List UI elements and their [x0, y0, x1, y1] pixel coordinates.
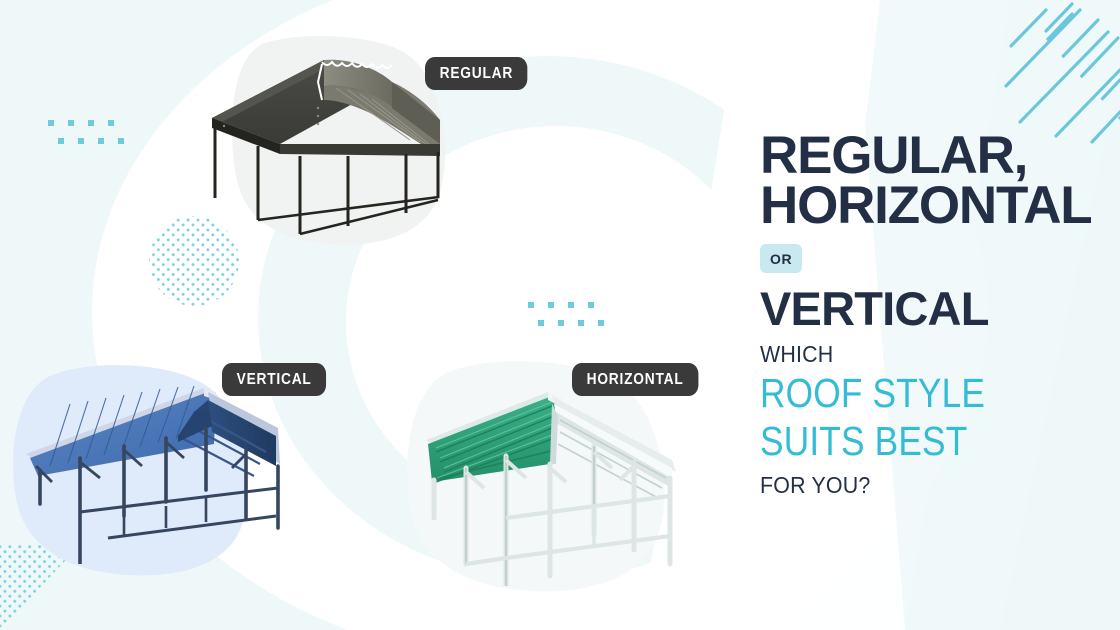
- dot-cluster-left: [48, 120, 124, 152]
- headline-line-2: HORIZONTAL: [760, 176, 1093, 235]
- subhead-which: WHICH: [760, 341, 834, 367]
- tag-vertical: VERTICAL: [222, 363, 327, 396]
- headline-line-3: VERTICAL: [760, 282, 989, 335]
- subhead-foryou: FOR YOU?: [760, 472, 871, 498]
- dot-cluster-mid: [528, 302, 604, 334]
- tag-horizontal: HORIZONTAL: [572, 363, 699, 396]
- blob-horizontal: [407, 361, 665, 592]
- accent-line-1: ROOF STYLE: [760, 370, 986, 416]
- tag-regular: REGULAR: [425, 57, 528, 90]
- headline-block: REGULAR, HORIZONTAL OR VERTICAL WHICH RO…: [760, 126, 1110, 498]
- product-image-regular: [212, 59, 440, 236]
- hatch-circle-left: [149, 216, 239, 306]
- product-image-vertical: [26, 385, 280, 564]
- product-image-horizontal: [426, 392, 676, 586]
- headline-line-1: REGULAR,: [760, 126, 1028, 185]
- accent-line-2: SUITS BEST: [760, 418, 968, 464]
- or-badge: OR: [760, 244, 803, 273]
- hatch-topright-extra: [1004, 8, 1120, 144]
